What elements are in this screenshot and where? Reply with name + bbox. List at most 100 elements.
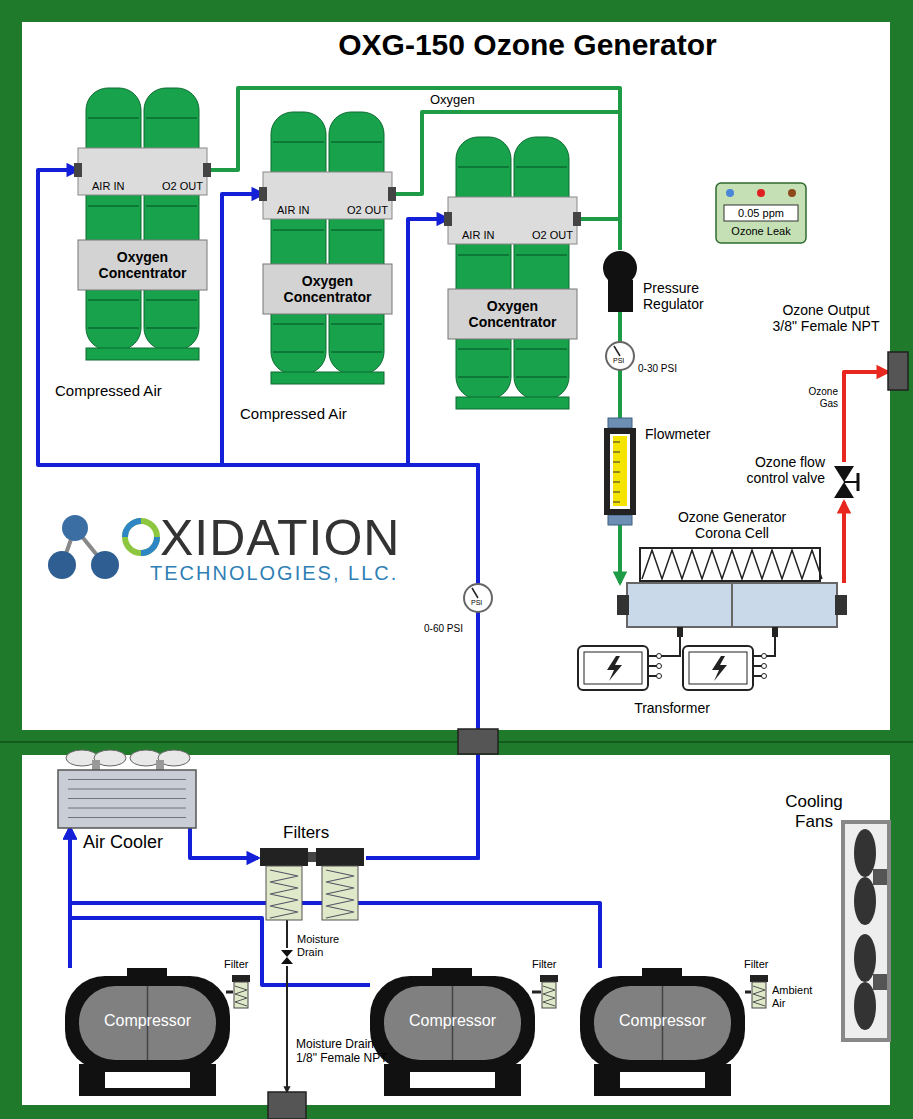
cell-terminal bbox=[677, 627, 683, 637]
cooler-fin bbox=[68, 817, 186, 818]
transformer-terminal bbox=[762, 664, 767, 669]
node-label: Air Cooler bbox=[83, 832, 163, 853]
npt-port bbox=[888, 352, 908, 390]
valve-block bbox=[448, 197, 577, 244]
node-label: Ozone flow control valve bbox=[725, 454, 825, 486]
compressor: Compressor bbox=[65, 968, 230, 1096]
logo-atom bbox=[91, 551, 119, 579]
tank-seam bbox=[331, 229, 382, 231]
tank-seam bbox=[146, 205, 197, 207]
tank-seam bbox=[88, 205, 139, 207]
filter-body bbox=[234, 982, 248, 1008]
tank-base bbox=[456, 397, 569, 409]
intake-filter bbox=[226, 975, 250, 1008]
wire bbox=[286, 966, 288, 1092]
compressor-shape bbox=[65, 968, 230, 1096]
compressor-base-gap bbox=[410, 1072, 495, 1088]
port-fitting bbox=[573, 212, 581, 226]
flowmeter-tick bbox=[613, 442, 620, 443]
lightning-symbol bbox=[607, 656, 622, 681]
port-label: Ozone Leak bbox=[731, 225, 790, 238]
filter-element bbox=[543, 986, 555, 1006]
flowmeter-tick bbox=[613, 502, 620, 503]
pipe bbox=[190, 828, 258, 858]
tank-seam bbox=[331, 323, 382, 325]
node-label: Ozone Generator Corona Cell bbox=[657, 509, 807, 541]
filter-body bbox=[542, 982, 556, 1008]
lightning-symbol bbox=[712, 656, 727, 681]
oxygen-concentrator-shape bbox=[78, 88, 207, 360]
status-led bbox=[757, 189, 765, 197]
tank-base bbox=[86, 348, 199, 360]
lower-panel bbox=[22, 755, 890, 1105]
compressor-body bbox=[65, 976, 230, 1070]
divider-line bbox=[0, 741, 913, 743]
corona-cell-shape bbox=[617, 583, 847, 627]
logo-atom bbox=[62, 515, 88, 541]
gauge-range: 0-30 PSI bbox=[638, 363, 677, 375]
filter-bowl bbox=[266, 866, 302, 920]
filter-cap bbox=[750, 975, 768, 982]
fan-hub bbox=[92, 760, 100, 770]
flowmeter-end bbox=[608, 418, 632, 428]
flow-note: Compressed Air bbox=[55, 382, 162, 399]
moisture-drain-valve-shape bbox=[281, 948, 293, 966]
filter-head bbox=[260, 848, 308, 866]
valve-stem bbox=[844, 481, 858, 483]
tank-seam bbox=[331, 141, 382, 143]
fan-hub bbox=[156, 760, 164, 770]
node-label: Flowmeter bbox=[645, 426, 710, 442]
flow-control-valve-shape bbox=[832, 462, 856, 502]
port-fitting bbox=[444, 212, 452, 226]
oxygen-concentrator-shape bbox=[263, 112, 392, 384]
flow-note: Compressed Air bbox=[240, 405, 347, 422]
ozone-output-port: Ozone Output 3/8" Female NPT bbox=[888, 352, 908, 390]
air-filters-shape bbox=[258, 848, 366, 920]
valve-body bbox=[834, 466, 854, 482]
node-label: Moisture Drain 1/8" Female NPT bbox=[296, 1038, 394, 1066]
tank-seam bbox=[458, 254, 509, 256]
port-label: AIR IN bbox=[277, 204, 309, 217]
filter-element bbox=[753, 986, 765, 1006]
node-label: Oxygen Concentrator bbox=[78, 249, 207, 281]
compressor-shape bbox=[580, 968, 745, 1096]
flowmeter: Flowmeter bbox=[600, 418, 640, 525]
logo-molecule bbox=[48, 515, 119, 579]
tank-seam bbox=[273, 229, 324, 231]
valve-block bbox=[263, 172, 392, 219]
valve-body bbox=[834, 482, 854, 498]
flow-control-valve: Ozone flow control valve bbox=[832, 462, 856, 502]
transformer-terminal bbox=[657, 664, 662, 669]
transformer-case bbox=[578, 646, 648, 690]
cooler-body bbox=[58, 770, 196, 828]
fan-motor bbox=[873, 869, 887, 885]
pressure-gauge bbox=[464, 584, 492, 612]
air-cooler: Air Cooler bbox=[58, 770, 196, 828]
pipe bbox=[70, 828, 600, 968]
hv-wire bbox=[661, 642, 680, 656]
node-label: Ozone Output 3/8" Female NPT bbox=[770, 302, 882, 334]
intake-filter bbox=[532, 975, 558, 1008]
port-fitting bbox=[259, 187, 267, 201]
cell-fitting bbox=[617, 595, 629, 615]
flowmeter-window bbox=[610, 434, 630, 509]
node-label: Oxygen Concentrator bbox=[448, 298, 577, 330]
fan-blade bbox=[854, 877, 876, 925]
compressor-body bbox=[580, 976, 745, 1070]
regulator-knob bbox=[603, 251, 637, 285]
tank-seam bbox=[146, 117, 197, 119]
cooler-fin bbox=[68, 808, 186, 809]
port-fitting bbox=[388, 187, 396, 201]
intake-filter bbox=[745, 975, 768, 1008]
gauge-unit: PSI bbox=[471, 599, 482, 607]
port-label: O2 OUT bbox=[518, 229, 573, 242]
oxygen-concentrator-shape bbox=[448, 137, 577, 409]
oxygen-tank bbox=[329, 112, 384, 374]
tank-seam bbox=[273, 351, 324, 353]
fan-motor bbox=[873, 974, 887, 990]
pressure-gauge bbox=[606, 342, 634, 370]
intake-pipe bbox=[532, 991, 541, 994]
name-plate bbox=[78, 240, 207, 290]
gauge-range: 0-60 PSI bbox=[424, 623, 463, 635]
